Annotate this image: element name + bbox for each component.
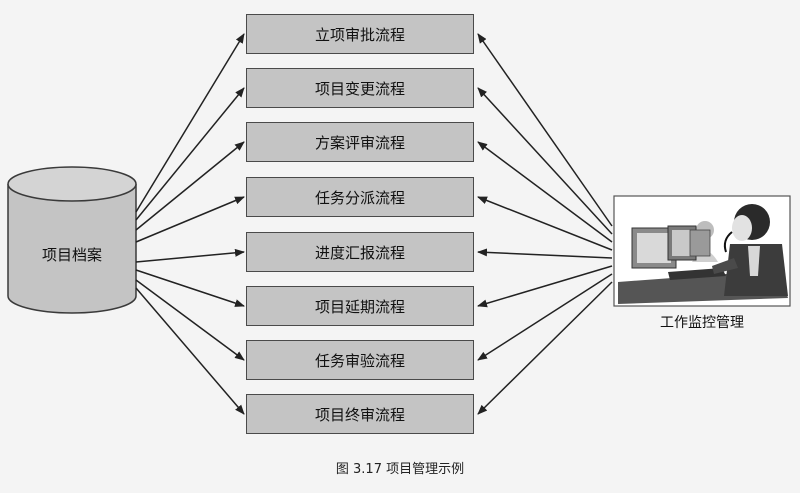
process-box-progress-report: 进度汇报流程 [246,232,474,272]
operator-label: 工作监控管理 [660,315,744,331]
process-label: 方案评审流程 [314,133,405,152]
process-box-project-change: 项目变更流程 [246,68,474,108]
process-label: 立项审批流程 [314,25,405,44]
process-box-project-approval: 立项审批流程 [246,14,474,54]
operator-arrows [477,33,613,415]
process-label: 项目延期流程 [314,297,405,316]
figure-caption: 图 3.17 项目管理示例 [335,462,465,477]
operator-workstation-illustration [613,195,791,307]
process-label: 任务分派流程 [314,188,405,207]
process-box-task-assignment: 任务分派流程 [246,177,474,217]
archive-cylinder [7,166,137,314]
process-box-project-extension: 项目延期流程 [246,286,474,326]
process-label: 项目变更流程 [314,79,405,98]
process-label: 进度汇报流程 [314,243,405,262]
archive-label: 项目档案 [41,246,102,264]
process-box-plan-review: 方案评审流程 [246,122,474,162]
process-label: 任务审验流程 [314,351,405,370]
process-label: 项目终审流程 [314,405,405,424]
process-box-final-review: 项目终审流程 [246,394,474,434]
process-box-task-verification: 任务审验流程 [246,340,474,380]
archive-arrows [135,33,245,415]
